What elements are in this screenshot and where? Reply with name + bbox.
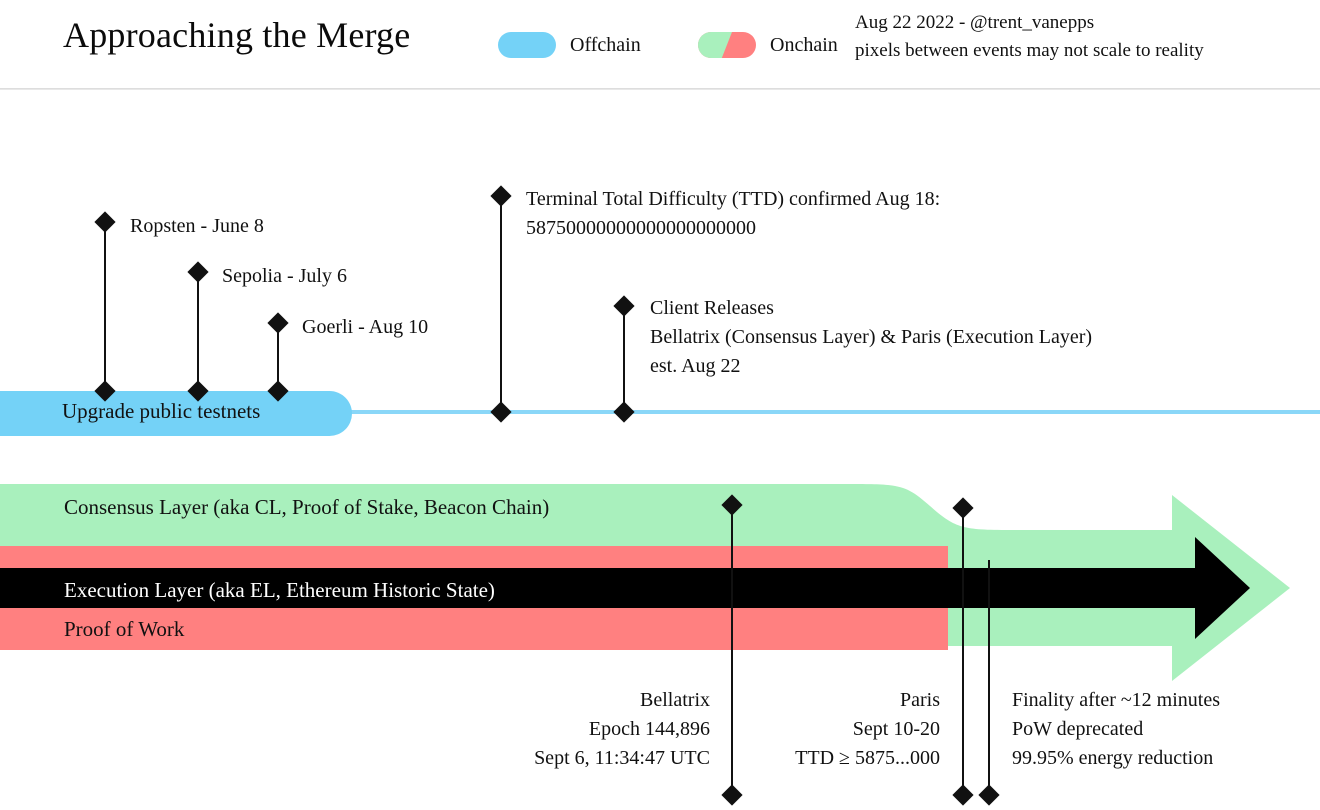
marker-line-paris — [962, 508, 964, 795]
annotation-goerli-line-1: Goerli - Aug 10 — [302, 316, 429, 338]
annotation-client-releases-line-1: Client Releases — [650, 297, 774, 319]
annotation-bellatrix: Bellatrix Epoch 144,896 Sept 6, 11:34:47… — [360, 686, 710, 773]
annotation-bellatrix-line-1: Bellatrix — [640, 689, 710, 711]
marker-line-finality — [988, 560, 990, 795]
annotation-finality: Finality after ~12 minutes PoW deprecate… — [1012, 686, 1220, 773]
marker-line-ropsten — [104, 221, 106, 391]
legend-item-offchain: Offchain — [498, 30, 641, 60]
offchain-track-label: Upgrade public testnets — [62, 399, 261, 423]
annotation-ttd-line-2: 58750000000000000000000 — [526, 217, 756, 239]
annotation-ropsten-line-1: Ropsten - June 8 — [130, 215, 264, 237]
annotation-client-releases-line-3: est. Aug 22 — [650, 355, 741, 377]
annotation-ttd: Terminal Total Difficulty (TTD) confirme… — [526, 185, 940, 243]
header-divider — [0, 88, 1320, 90]
annotation-client-releases-line-2: Bellatrix (Consensus Layer) & Paris (Exe… — [650, 326, 1093, 348]
byline-line-2: pixels between events may not scale to r… — [855, 39, 1204, 61]
marker-line-ttd — [500, 196, 502, 412]
annotation-finality-line-2: PoW deprecated — [1012, 718, 1144, 740]
annotation-paris-line-3: TTD ≥ 5875...000 — [795, 747, 940, 769]
execution-layer-label: Execution Layer (aka EL, Ethereum Histor… — [64, 578, 495, 602]
marker-line-bellatrix — [731, 505, 733, 795]
offchain-track-pill — [0, 391, 352, 436]
annotation-paris-line-1: Paris — [900, 689, 940, 711]
legend-label-offchain: Offchain — [570, 33, 641, 56]
byline-line-1: Aug 22 2022 - @trent_vanepps — [855, 12, 1095, 33]
byline: Aug 22 2022 - @trent_vanepps pixels betw… — [855, 9, 1275, 64]
consensus-layer-band — [0, 484, 1290, 681]
annotation-paris: Paris Sept 10-20 TTD ≥ 5875...000 — [600, 686, 940, 773]
annotation-client-releases: Client Releases Bellatrix (Consensus Lay… — [650, 294, 1092, 381]
annotation-finality-line-3: 99.95% energy reduction — [1012, 747, 1214, 769]
marker-line-client-releases — [623, 306, 625, 412]
annotation-ropsten: Ropsten - June 8 — [130, 212, 264, 241]
proof-of-work-band-upper — [0, 546, 948, 568]
marker-line-sepolia — [197, 271, 199, 391]
annotation-sepolia-line-1: Sepolia - July 6 — [222, 265, 347, 287]
proof-of-work-label: Proof of Work — [64, 617, 185, 641]
legend-swatch-onchain — [698, 32, 756, 58]
marker-line-goerli — [277, 322, 279, 391]
annotation-goerli: Goerli - Aug 10 — [302, 313, 428, 342]
execution-layer-band — [0, 537, 1250, 639]
header: Approaching the Merge Offchain Onchain A… — [0, 0, 1320, 90]
annotation-finality-line-1: Finality after ~12 minutes — [1012, 689, 1221, 711]
annotation-bellatrix-line-2: Epoch 144,896 — [588, 718, 710, 740]
page-title: Approaching the Merge — [63, 15, 411, 55]
offchain-timeline-line — [300, 410, 1320, 414]
proof-of-work-band-lower — [0, 606, 948, 650]
legend-item-onchain: Onchain — [698, 30, 838, 60]
legend-label-onchain: Onchain — [770, 33, 838, 56]
legend-swatch-offchain — [498, 32, 556, 58]
consensus-layer-label: Consensus Layer (aka CL, Proof of Stake,… — [64, 495, 550, 519]
annotation-paris-line-2: Sept 10-20 — [852, 718, 940, 740]
annotation-ttd-line-1: Terminal Total Difficulty (TTD) confirme… — [526, 188, 941, 210]
annotation-sepolia: Sepolia - July 6 — [222, 262, 347, 291]
annotation-bellatrix-line-3: Sept 6, 11:34:47 UTC — [534, 747, 710, 769]
